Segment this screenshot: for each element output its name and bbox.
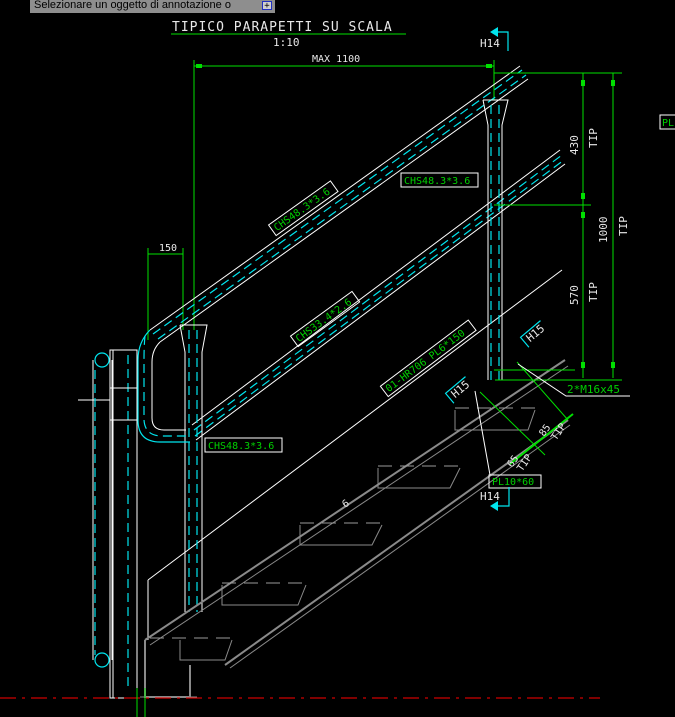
- label-top-rail: CHS48.3*3.6: [267, 180, 339, 237]
- section-mark-h15-right: H15: [519, 320, 547, 348]
- label-post: CHS48.3*3.6: [208, 441, 274, 452]
- dim-570: 570: [568, 285, 581, 305]
- top-rail: [149, 65, 529, 343]
- section-mark-top: H14: [480, 37, 500, 50]
- dim-85-tip: TIP: [549, 422, 568, 443]
- section-arrowhead-icon: [490, 27, 498, 37]
- wall-tube: [92, 352, 113, 668]
- tooltip-text: Selezionare un oggetto di annotazione o: [34, 0, 231, 11]
- label-mid-rail-box: CHS48.3*3.6: [404, 176, 470, 187]
- dim-1000: 1000: [597, 217, 610, 244]
- section-mark-bottom: H14: [480, 490, 500, 503]
- section-mark-h15-left: H15: [444, 376, 472, 404]
- label-plate: PL10*60: [492, 477, 534, 488]
- stringer-plate: [147, 269, 563, 581]
- right-post: [482, 99, 509, 380]
- wall-column: [78, 349, 138, 699]
- connection-detail: [474, 361, 630, 476]
- label-box-mid: [400, 172, 479, 188]
- handrail-bend: [137, 329, 190, 443]
- label-bolts: 2*M16x45: [567, 383, 620, 396]
- dim-430: 430: [568, 135, 581, 155]
- drawing-scale: 1:10: [273, 36, 300, 49]
- dim-1000-tip: TIP: [617, 216, 630, 236]
- label-box-post: [204, 437, 283, 453]
- label-box-edge: [659, 114, 675, 130]
- drawing-title: TIPICO PARAPETTI SU SCALA: [172, 20, 393, 35]
- section-arrow-bottom-icon: [494, 487, 510, 507]
- label-box-plate: [488, 474, 542, 489]
- stair-steps: [150, 407, 536, 661]
- command-prompt-tooltip: Selezionare un oggetto di annotazione o: [30, 0, 275, 13]
- svg-text:CHS33.4*2.6: CHS33.4*2.6: [294, 297, 354, 345]
- label-edge: PL: [662, 118, 674, 129]
- dim-max-1100: MAX 1100: [312, 54, 360, 65]
- tooltip-expand-button[interactable]: +: [262, 1, 272, 11]
- vertical-dims: [494, 72, 622, 378]
- dim-570-tip: TIP: [587, 282, 600, 302]
- weld-symbol: 6: [340, 498, 351, 510]
- stair-stringer: [140, 359, 571, 698]
- dim-430-tip: TIP: [587, 128, 600, 148]
- left-post: [179, 324, 208, 612]
- dim-150: 150: [159, 243, 177, 254]
